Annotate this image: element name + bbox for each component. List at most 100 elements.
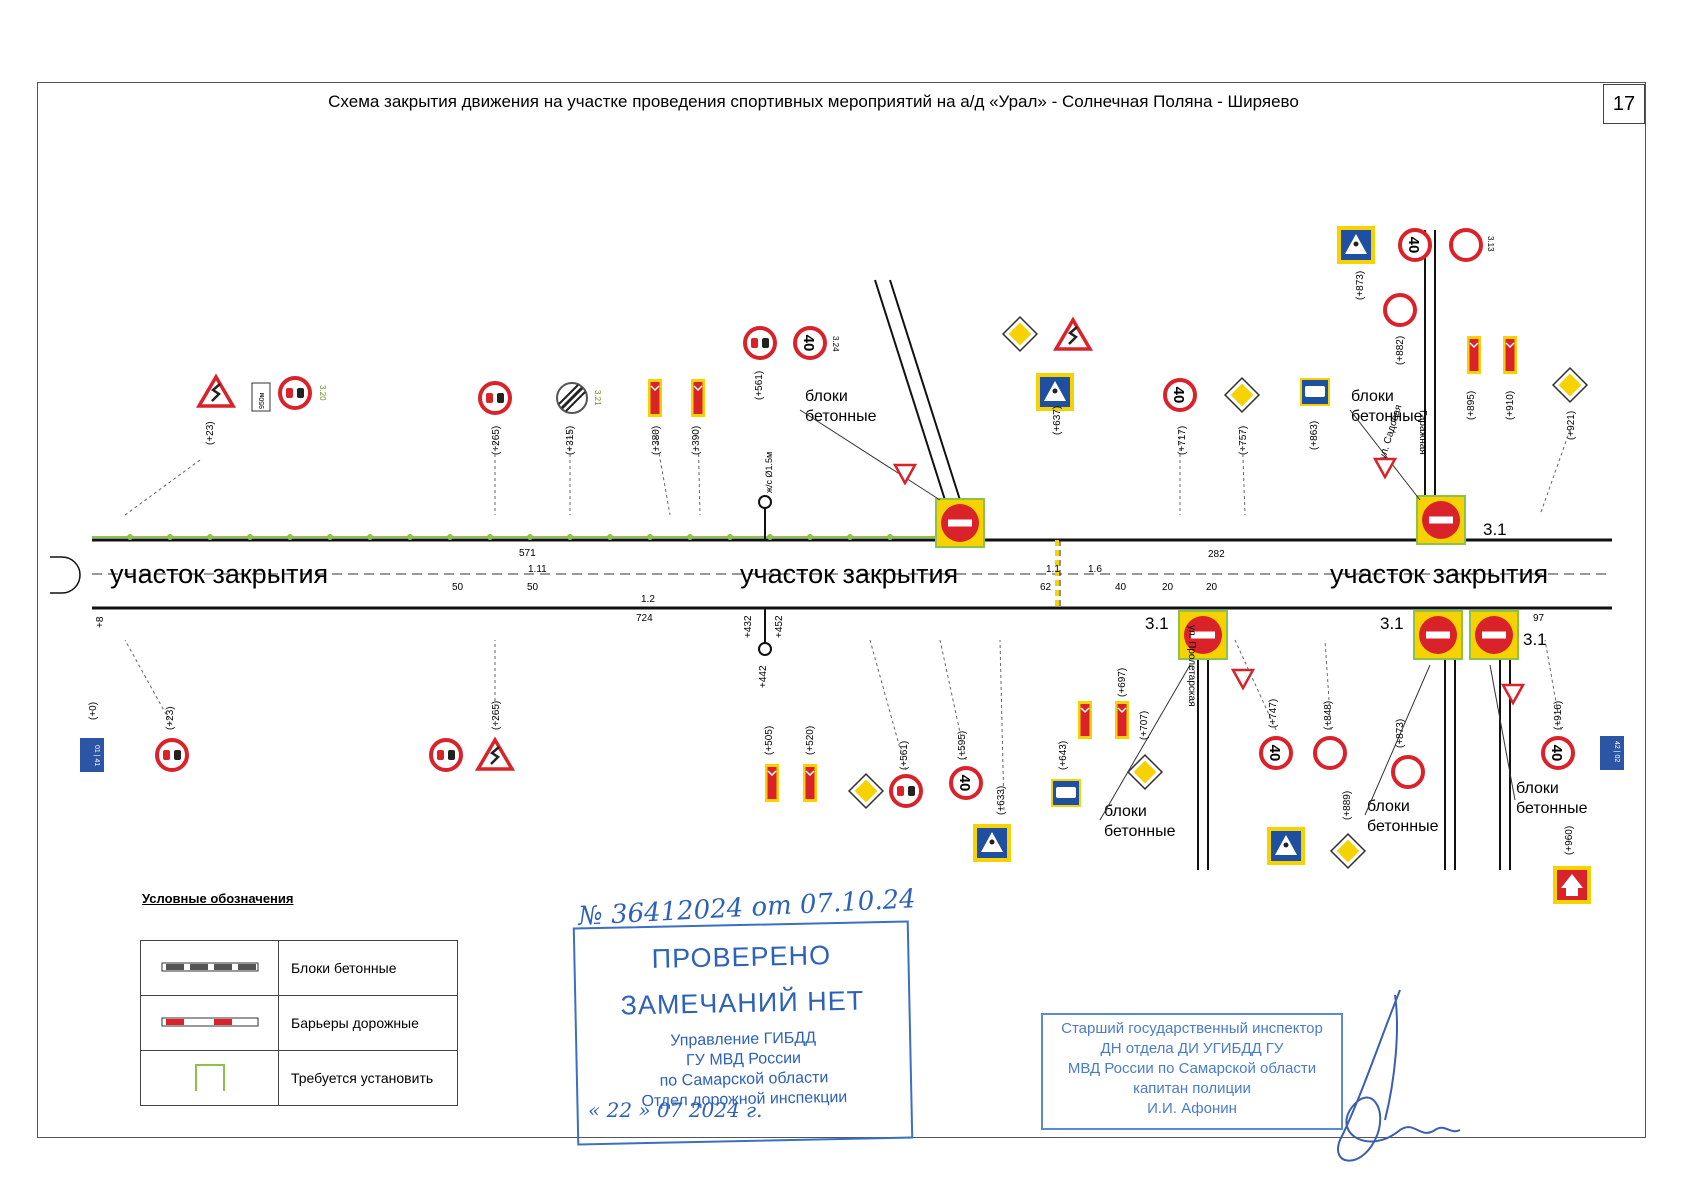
no-overtaking-sign-icon	[429, 738, 463, 772]
legend-row: Требуется установить	[140, 1050, 458, 1106]
chainage-label: (+315)	[565, 426, 576, 455]
curve-warning-sign-icon	[1054, 318, 1092, 351]
chainage-label: (+520)	[805, 726, 816, 755]
mark-3-1: 3.1	[1483, 520, 1507, 539]
chainage-label: (+747)	[1268, 699, 1279, 728]
mark-3-1: 3.1	[1145, 614, 1169, 633]
legend-label: Барьеры дорожные	[278, 995, 458, 1051]
inspector-line: капитан полиции	[1133, 1080, 1251, 1097]
chainage-label: (+863)	[1309, 421, 1320, 450]
inspector-line: Старший государственный инспектор	[1061, 1020, 1323, 1037]
legend-symbol-concrete-blocks	[140, 940, 279, 996]
chainage-label: (+717)	[1177, 426, 1188, 455]
sign-leaders	[124, 429, 1571, 811]
priority-road-sign-icon	[1127, 754, 1163, 790]
measure-label: 1.1	[1046, 564, 1060, 575]
measure-label: 1.11	[528, 564, 547, 575]
chainage-label: (+505)	[764, 726, 775, 755]
blocks-label: блоки	[1516, 780, 1559, 797]
chainage-label: (+633)	[996, 786, 1007, 815]
chainage-label: (+697)	[1117, 668, 1128, 697]
no-overtaking-sign-icon	[155, 738, 189, 772]
speed-limit-value: 40	[1266, 745, 1283, 762]
measure-label: 724	[636, 613, 653, 624]
speed-limit-value: 40	[800, 335, 817, 352]
chevron-sign-icon	[764, 763, 780, 803]
measure-label: 40	[1115, 582, 1127, 593]
priority-road-sign-icon	[848, 773, 884, 809]
measure-label: 20	[1162, 582, 1174, 593]
blocks-labels: блоки бетонные блоки бетонные блоки бето…	[805, 388, 1588, 840]
distance-plate	[251, 382, 271, 412]
blocks-label: блоки	[1351, 388, 1394, 405]
blocks-label: бетонные	[805, 408, 877, 425]
chevron-sign-icon	[1114, 700, 1130, 740]
no-entry-sign-icon	[1416, 495, 1466, 545]
chainage-label: +8	[95, 616, 106, 628]
legend-table: Блоки бетонные Барьеры дорожные Требуетс…	[140, 940, 458, 1106]
page-title: Схема закрытия движения на участке прове…	[328, 92, 1299, 111]
measure-label: 282	[1208, 549, 1225, 560]
crosswalk-sign-icon	[973, 824, 1011, 862]
mark-3-1: 3.1	[1523, 630, 1547, 649]
give-way-sign-icon	[893, 463, 917, 485]
priority-road-sign-icon	[1224, 377, 1260, 413]
no-entry-sign-icon	[1413, 610, 1463, 660]
give-way-sign-icon	[1501, 683, 1525, 705]
sign-code: 3.13	[1486, 236, 1495, 252]
no-entry-sign-icon	[935, 498, 985, 548]
chainage-label: (+595)	[957, 731, 968, 760]
measure-label: 1.2	[641, 594, 655, 605]
chainage-labels: (+23) (+265) (+315) (+380) (+390) (+561)…	[88, 271, 1577, 855]
no-entry-sign-icon	[1469, 610, 1519, 660]
speed-limit-value: 40	[1405, 237, 1422, 254]
inspector-line: ДН отдела ДИ УГИБДД ГУ	[1100, 1040, 1284, 1057]
priority-road-sign-icon	[1330, 833, 1366, 869]
chainage-label: (+637)	[1052, 406, 1063, 435]
chevron-sign-icon	[1466, 335, 1482, 375]
inspector-stamp: Старший государственный инспектор ДН отд…	[1041, 1013, 1343, 1130]
km-plate-text: 42 | 02	[1613, 741, 1620, 762]
height-limit-sign-icon	[1383, 293, 1417, 327]
closure-label-left: участок закрытия	[110, 559, 328, 589]
chainage-label: +442	[758, 665, 769, 688]
chainage-label: (+643)	[1058, 741, 1069, 770]
end-restriction-sign-icon	[555, 381, 589, 415]
chevron-sign-icon	[1077, 700, 1093, 740]
speed-limit-value: 40	[1548, 745, 1565, 762]
chainage-label: (+390)	[691, 426, 702, 455]
measure-label: 20	[1206, 582, 1218, 593]
no-overtaking-sign-icon	[278, 376, 312, 410]
street-label-garage: Гаражная	[1417, 410, 1428, 455]
edge-markers-top	[127, 534, 893, 540]
inspector-line: МВД России по Самарской области	[1067, 1060, 1317, 1077]
measure-label: 62	[1040, 582, 1052, 593]
speed-limit-value: 40	[1170, 387, 1187, 404]
main-road	[92, 536, 1612, 610]
legend-row: Блоки бетонные	[140, 940, 458, 996]
height-limit-sign-icon	[1313, 736, 1347, 770]
lamp-post-bottom	[758, 608, 772, 656]
curve-warning-sign-icon	[197, 375, 235, 408]
blocks-label: блоки	[1104, 803, 1147, 820]
chainage-label: (+873)	[1355, 271, 1366, 300]
chevron-sign-icon	[1502, 335, 1518, 375]
closure-labels: участок закрытия участок закрытия участо…	[110, 559, 1548, 589]
chainage-label: (+561)	[899, 741, 910, 770]
lane-marks: 3.1 3.1 3.1 3.1	[1145, 520, 1547, 649]
mark-3-1: 3.1	[1380, 614, 1404, 633]
blocks-label: блоки	[1367, 798, 1410, 815]
legend-label: Требуется установить	[278, 1050, 458, 1106]
crosswalk-sign-icon	[1267, 827, 1305, 865]
legend-label: Блоки бетонные	[278, 940, 458, 996]
legend-symbol-road-barriers	[140, 995, 279, 1051]
chainage-label: (+882)	[1395, 336, 1406, 365]
height-limit-sign-icon	[1391, 755, 1425, 789]
chainage-label: +452	[774, 615, 785, 638]
crosswalk-sign-icon	[1337, 226, 1375, 264]
drawing-frame	[37, 82, 1646, 1138]
legend-row: Барьеры дорожные	[140, 995, 458, 1051]
chainage-label: (+23)	[165, 706, 176, 730]
chainage-label: (+895)	[1466, 391, 1477, 420]
chainage-label: (+265)	[491, 701, 502, 730]
